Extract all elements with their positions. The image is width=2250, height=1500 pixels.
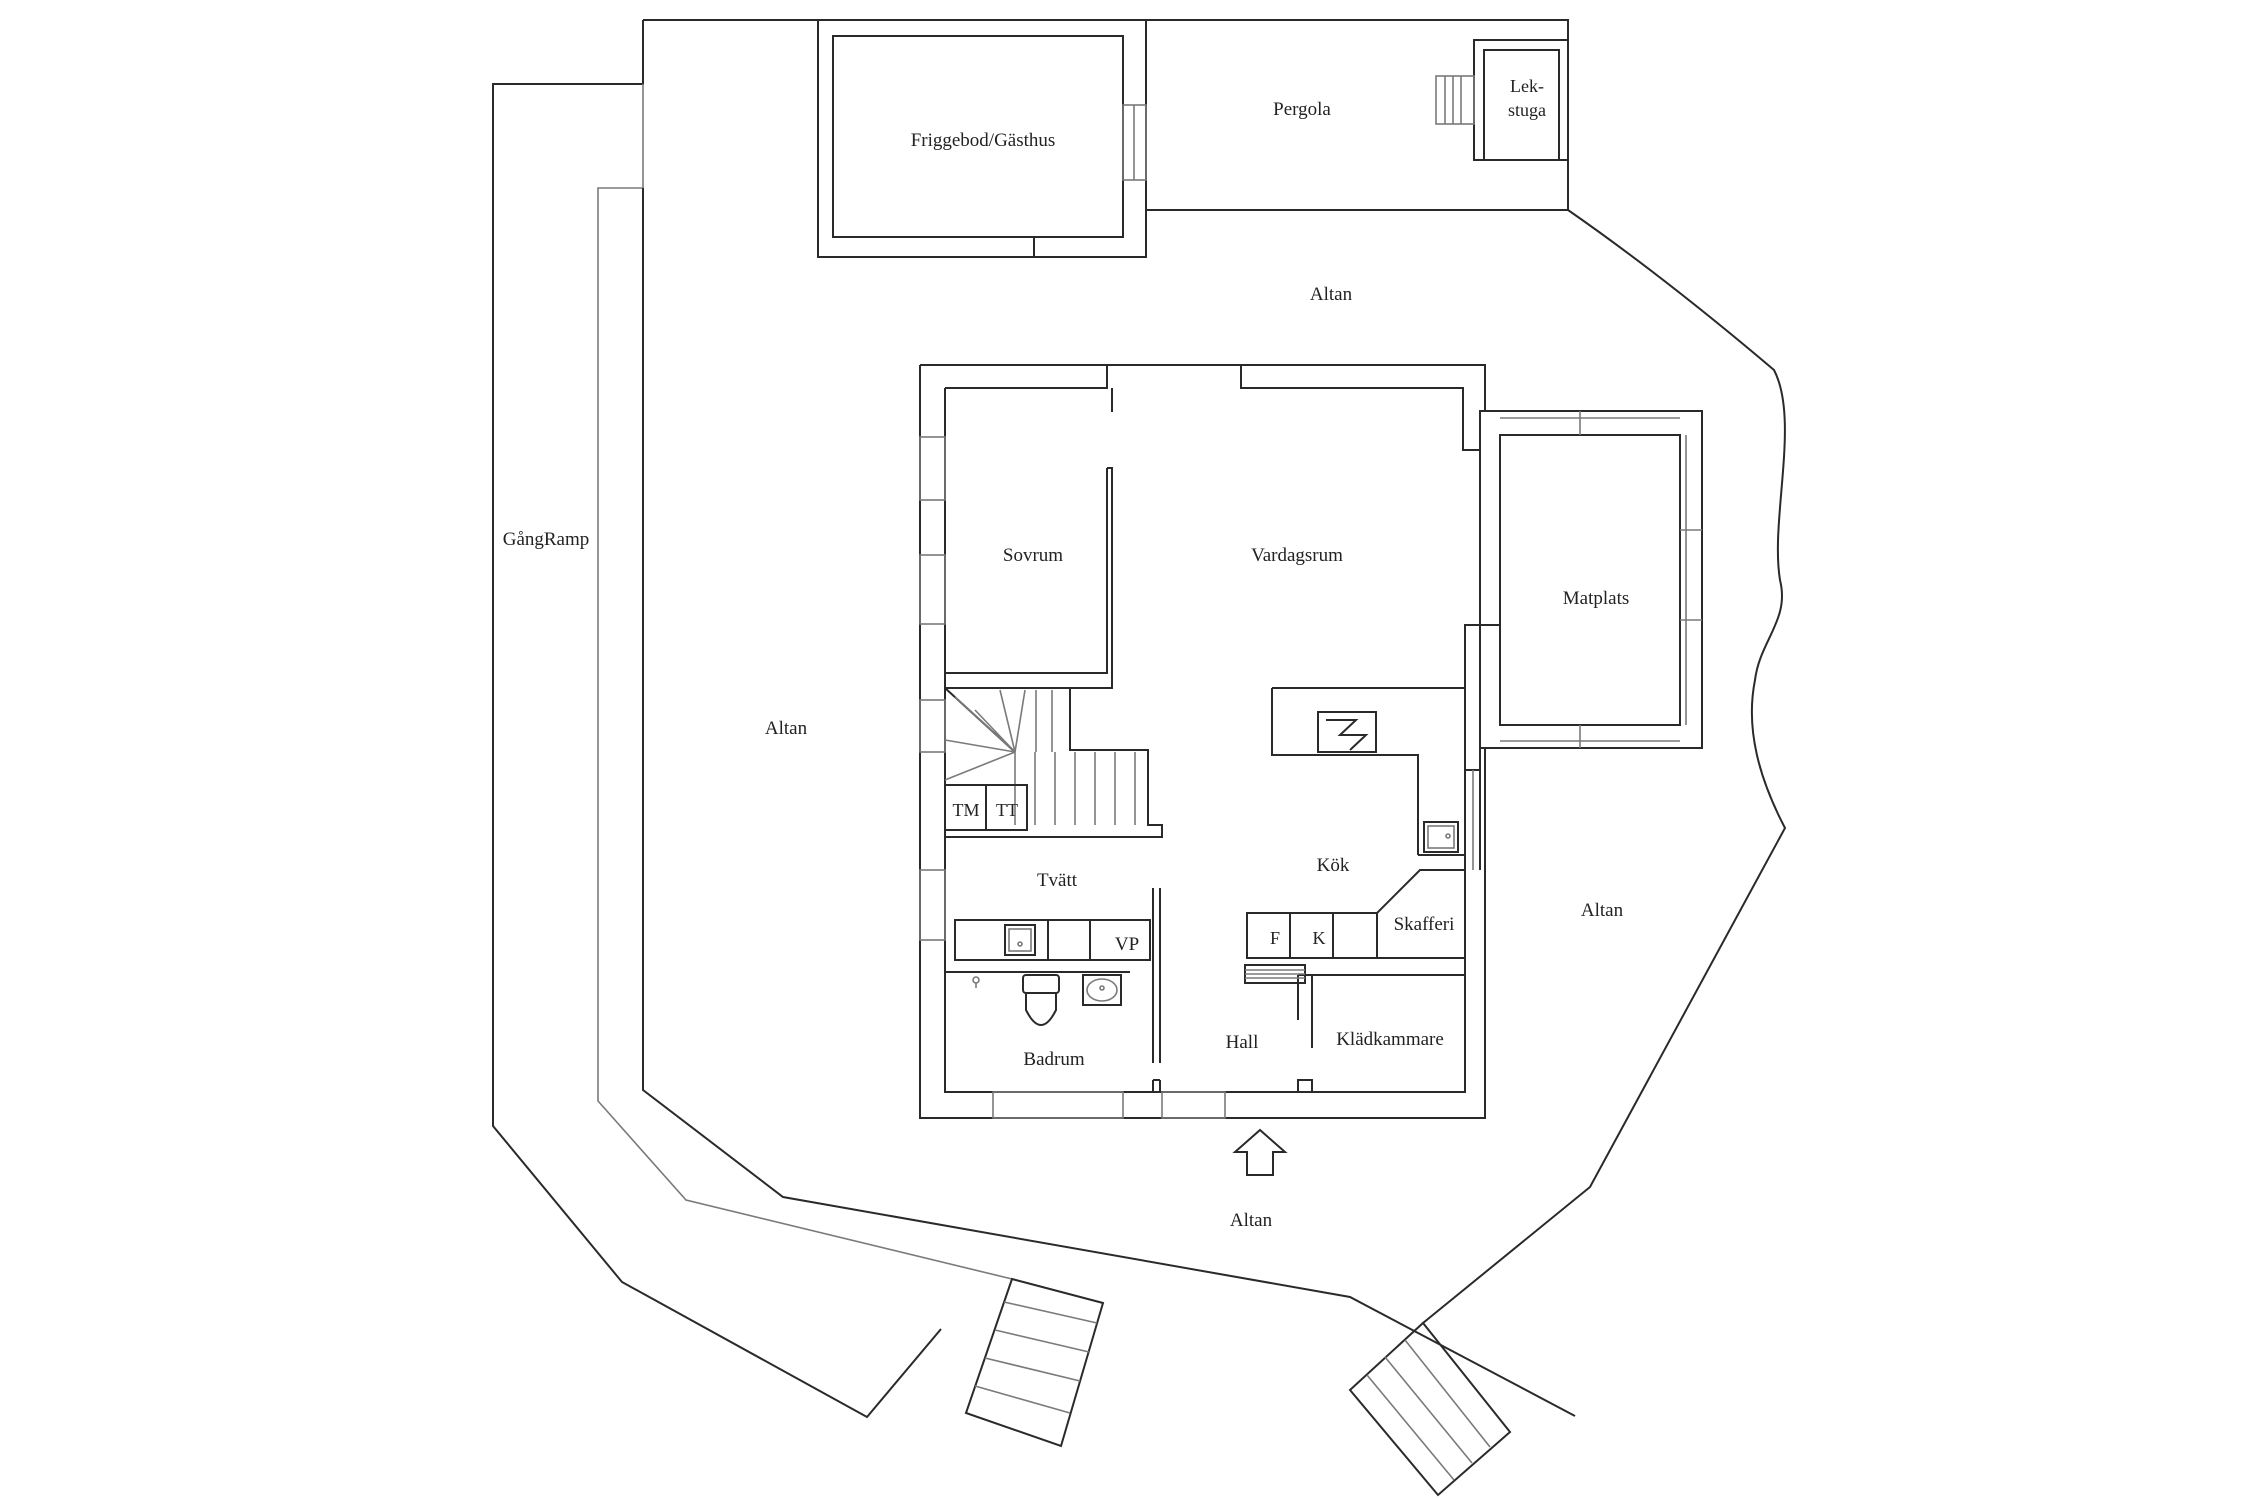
stairs-icon (944, 687, 1136, 831)
label-k: K (1313, 928, 1326, 948)
stove-icon (1317, 711, 1377, 753)
label-skafferi: Skafferi (1394, 914, 1455, 935)
deck-outline (492, 19, 1787, 1419)
toilet-icon (1022, 974, 1060, 1026)
label-tt: TT (996, 800, 1018, 820)
interior-walls (944, 388, 1465, 1092)
label-badrum: Badrum (1023, 1049, 1084, 1070)
entrance-arrow-icon (1232, 1128, 1288, 1176)
label-gangramp: GångRamp (503, 529, 590, 550)
bathroom-fixtures (972, 974, 1122, 1026)
label-hall: Hall (1226, 1032, 1259, 1053)
label-tvatt: Tvätt (1037, 870, 1078, 891)
label-altan-east: Altan (1581, 900, 1624, 921)
label-lekstuga-2: stuga (1508, 100, 1546, 120)
label-altan-south: Altan (1230, 1210, 1273, 1231)
label-pergola: Pergola (1273, 99, 1331, 120)
label-matplats: Matplats (1563, 588, 1630, 609)
sink-icon (1423, 821, 1459, 853)
washbasin-icon (1082, 974, 1122, 1006)
laundry-counter (954, 919, 1151, 961)
label-friggebod: Friggebod/Gästhus (911, 130, 1056, 151)
house-walls (919, 364, 1500, 1119)
friggebod-building (817, 19, 1147, 258)
label-tm: TM (953, 800, 980, 820)
label-kladkammare: Klädkammare (1336, 1029, 1444, 1050)
lekstuga (1435, 39, 1569, 161)
southeast-steps (1348, 1321, 1512, 1497)
room-labels: Friggebod/Gästhus Pergola Lek- stuga Alt… (503, 76, 1630, 1231)
sink-icon (1004, 924, 1036, 956)
label-altan-north: Altan (1310, 284, 1353, 305)
label-lekstuga-1: Lek- (1510, 76, 1544, 96)
south-steps (964, 1277, 1105, 1448)
matplats-bay (1465, 410, 1703, 870)
label-kok: Kök (1317, 855, 1350, 876)
label-sovrum: Sovrum (1003, 545, 1063, 566)
shower-tap-icon (972, 976, 980, 988)
label-altan-west: Altan (765, 718, 808, 739)
radiator-icon (1244, 964, 1306, 984)
label-vardagsrum: Vardagsrum (1251, 545, 1343, 566)
label-vp: VP (1115, 934, 1139, 955)
label-f: F (1270, 928, 1280, 948)
